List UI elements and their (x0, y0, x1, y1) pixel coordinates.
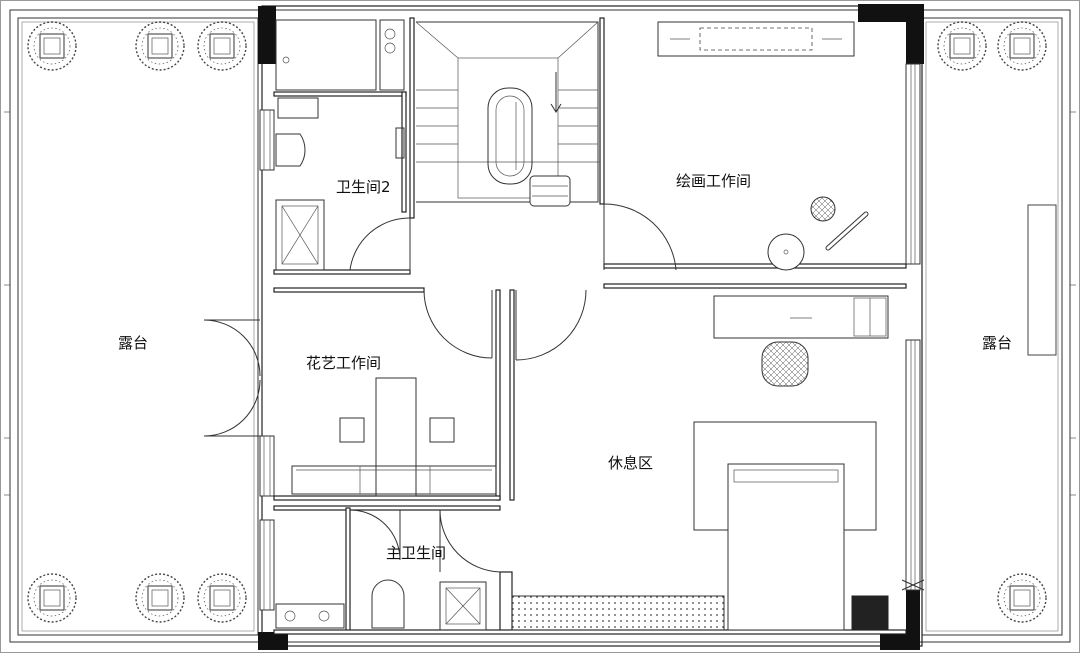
tree-planter-8 (997, 21, 1047, 71)
tree-planter-6 (197, 573, 247, 623)
lounge-furniture (511, 295, 889, 631)
label-floral-studio: 花艺工作间 (306, 354, 381, 372)
floral-studio-furniture (291, 377, 497, 497)
armchair-landing (529, 175, 571, 207)
doors (203, 203, 677, 573)
terrace-right (921, 17, 1063, 636)
label-master-bath: 主卫生间 (386, 544, 446, 562)
staircase (415, 21, 600, 203)
tree-planter-9 (997, 573, 1047, 623)
tree-planter-5 (135, 573, 185, 623)
building-walls (258, 4, 925, 650)
tree-planter-1 (27, 21, 77, 71)
room-labels: 卫生间2 绘画工作间 露台 露台 花艺工作间 休息区 主卫生间 (118, 172, 1012, 562)
tree-planter-2 (135, 21, 185, 71)
master-bath-fixtures (275, 579, 487, 631)
painting-studio-furniture (657, 21, 869, 271)
terrace-left (17, 17, 259, 636)
label-bathroom2: 卫生间2 (336, 178, 391, 196)
tree-planter-3 (197, 21, 247, 71)
label-lounge: 休息区 (608, 454, 653, 472)
label-terrace-right: 露台 (982, 334, 1012, 352)
tree-planter-7 (937, 21, 987, 71)
tree-planter-4 (27, 573, 77, 623)
bathroom2-fixtures (275, 19, 405, 271)
label-terrace-left: 露台 (118, 334, 148, 352)
label-painting-studio: 绘画工作间 (676, 172, 751, 190)
